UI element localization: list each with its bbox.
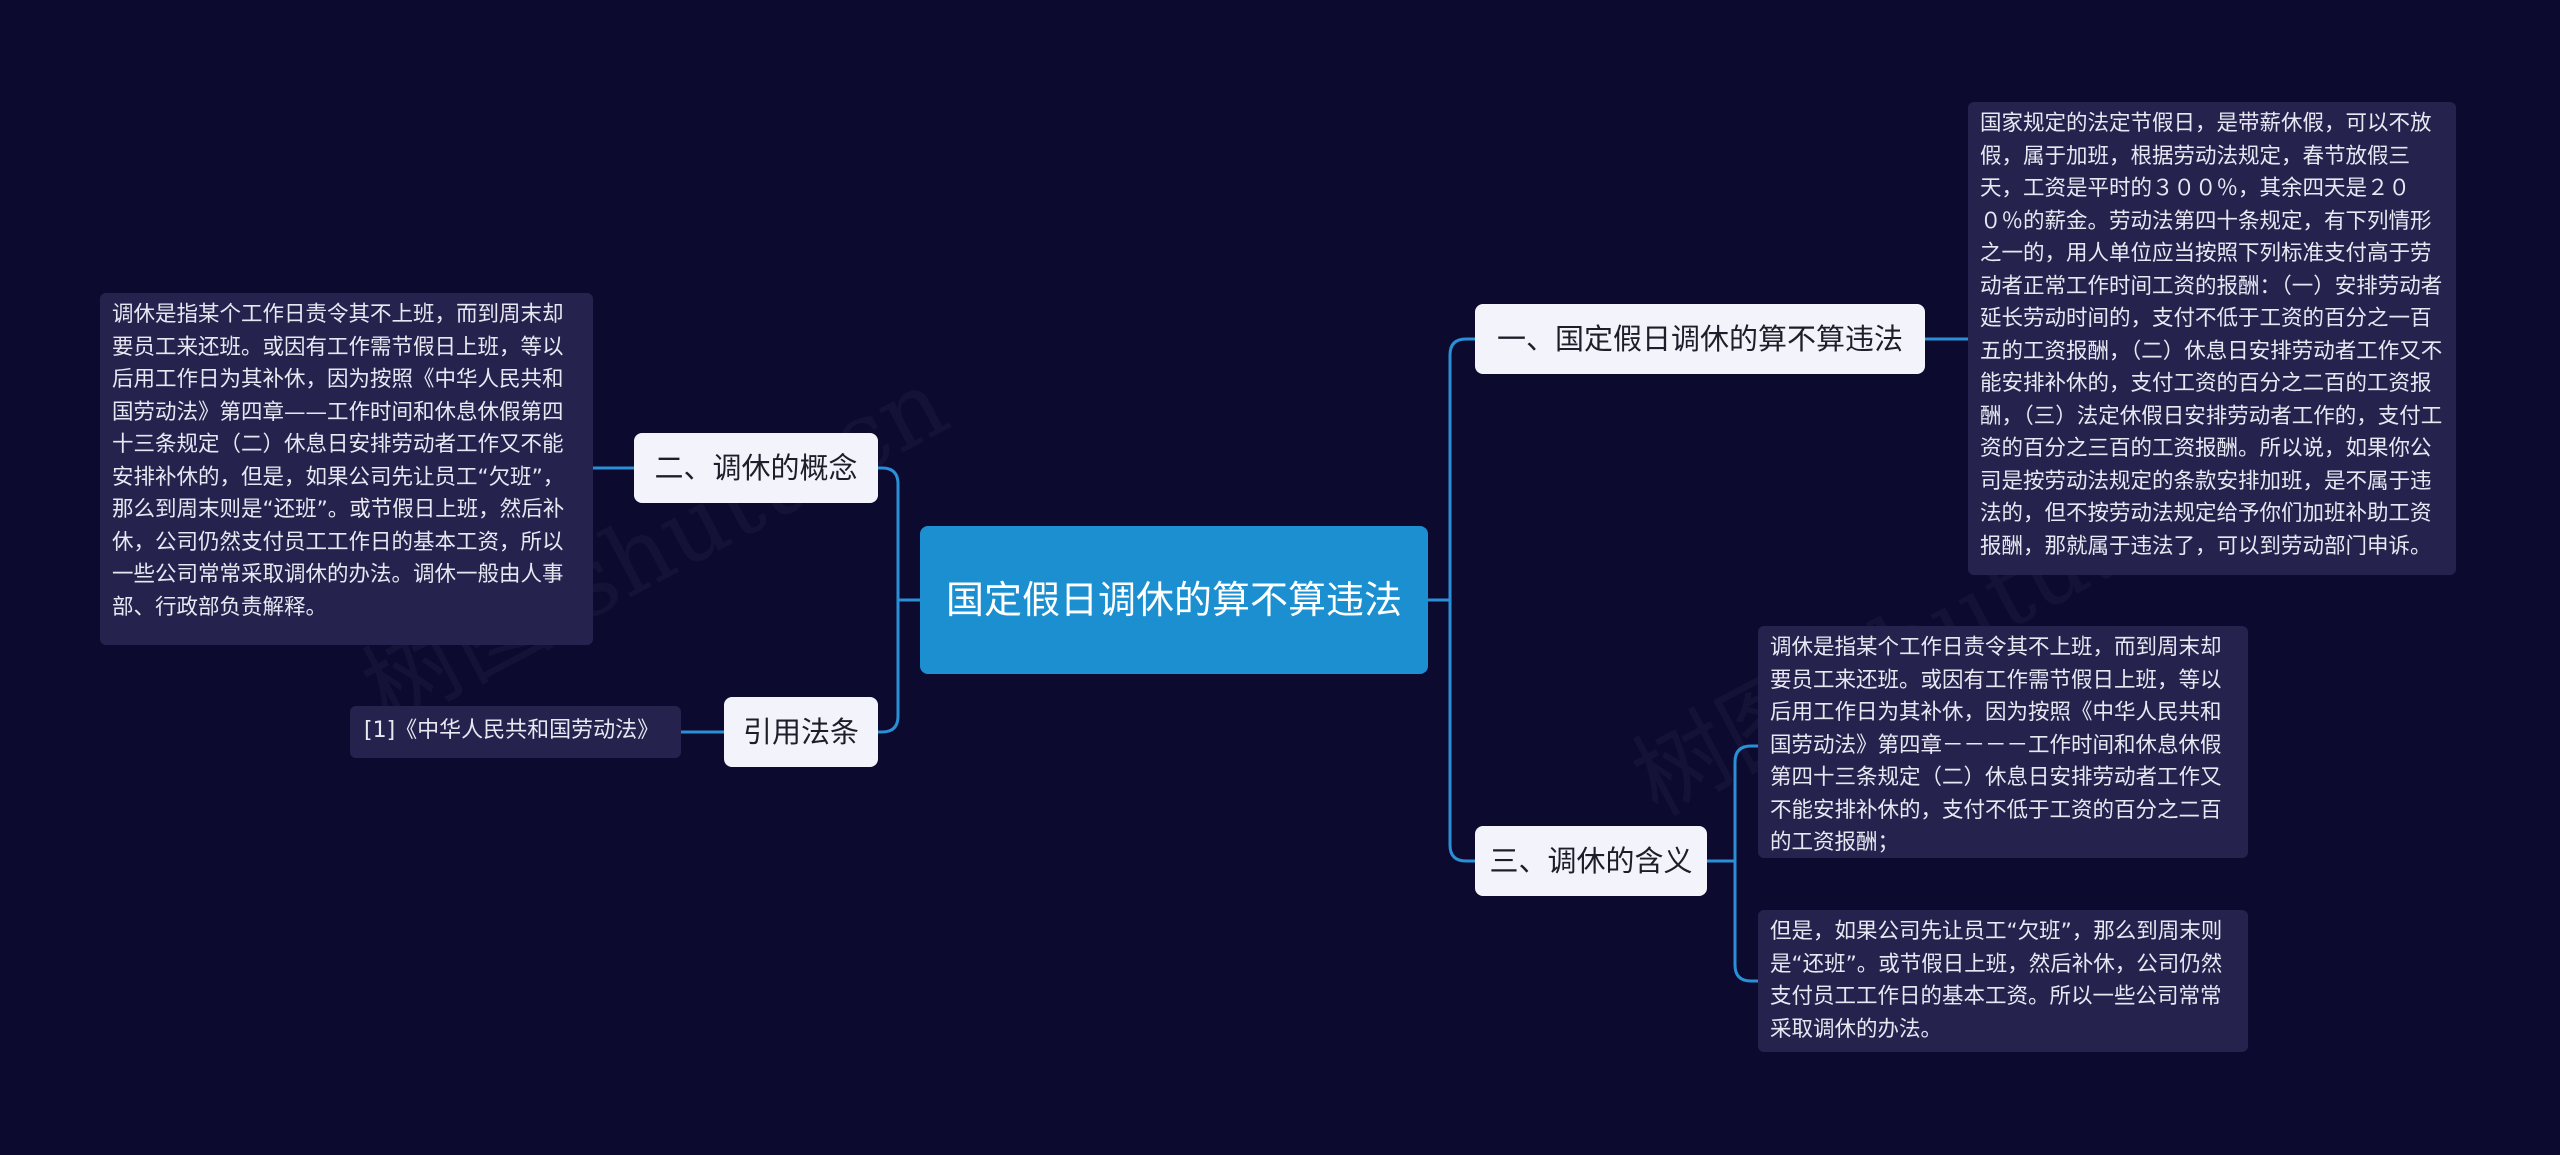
citation-labor-law[interactable]: [1]《中华人民共和国劳动法》 [350,706,681,758]
detail-meaning-1-text: 调休是指某个工作日责令其不上班，而到周末却要员工来还班。或因有工作需节假日上班，… [1770,635,2222,855]
branch-concept[interactable]: 二、调休的概念 [634,433,878,503]
branch-citations[interactable]: 引用法条 [724,697,878,767]
detail-meaning-2-text: 但是，如果公司先让员工“欠班”，那么到周末则是“还班”。或节假日上班，然后补休，… [1770,919,2223,1042]
branch-meaning-label: 三、调休的含义 [1489,844,1693,878]
connector-root-to-b2 [876,466,922,602]
branch-citations-label: 引用法条 [742,715,859,749]
branch-concept-label: 二、调休的概念 [654,451,858,485]
detail-concept[interactable]: 调休是指某个工作日责令其不上班，而到周末却要员工来还班。或因有工作需节假日上班，… [100,293,593,645]
detail-meaning-1[interactable]: 调休是指某个工作日责令其不上班，而到周末却要员工来还班。或因有工作需节假日上班，… [1758,626,2248,858]
branch-legality-label: 一、国定假日调休的算不算违法 [1496,322,1903,356]
branch-meaning[interactable]: 三、调休的含义 [1475,826,1707,896]
detail-legality-text: 国家规定的法定节假日，是带薪休假，可以不放假，属于加班，根据劳动法规定，春节放假… [1980,111,2443,559]
connector-root-to-b4 [876,598,922,734]
root-label: 国定假日调休的算不算违法 [946,578,1403,622]
connector-b3-to-detail-1 [1705,744,1760,863]
connector-root-to-b3 [1426,598,1477,863]
root-node[interactable]: 国定假日调休的算不算违法 [920,526,1428,674]
citation-labor-law-text: [1]《中华人民共和国劳动法》 [364,718,660,743]
connector-root-to-b1 [1426,337,1477,602]
detail-meaning-2[interactable]: 但是，如果公司先让员工“欠班”，那么到周末则是“还班”。或节假日上班，然后补休，… [1758,910,2248,1052]
detail-concept-text: 调休是指某个工作日责令其不上班，而到周末却要员工来还班。或因有工作需节假日上班，… [112,302,565,620]
connector-b3-to-detail-2 [1705,859,1760,983]
branch-legality[interactable]: 一、国定假日调休的算不算违法 [1475,304,1925,374]
detail-legality[interactable]: 国家规定的法定节假日，是带薪休假，可以不放假，属于加班，根据劳动法规定，春节放假… [1968,102,2456,575]
